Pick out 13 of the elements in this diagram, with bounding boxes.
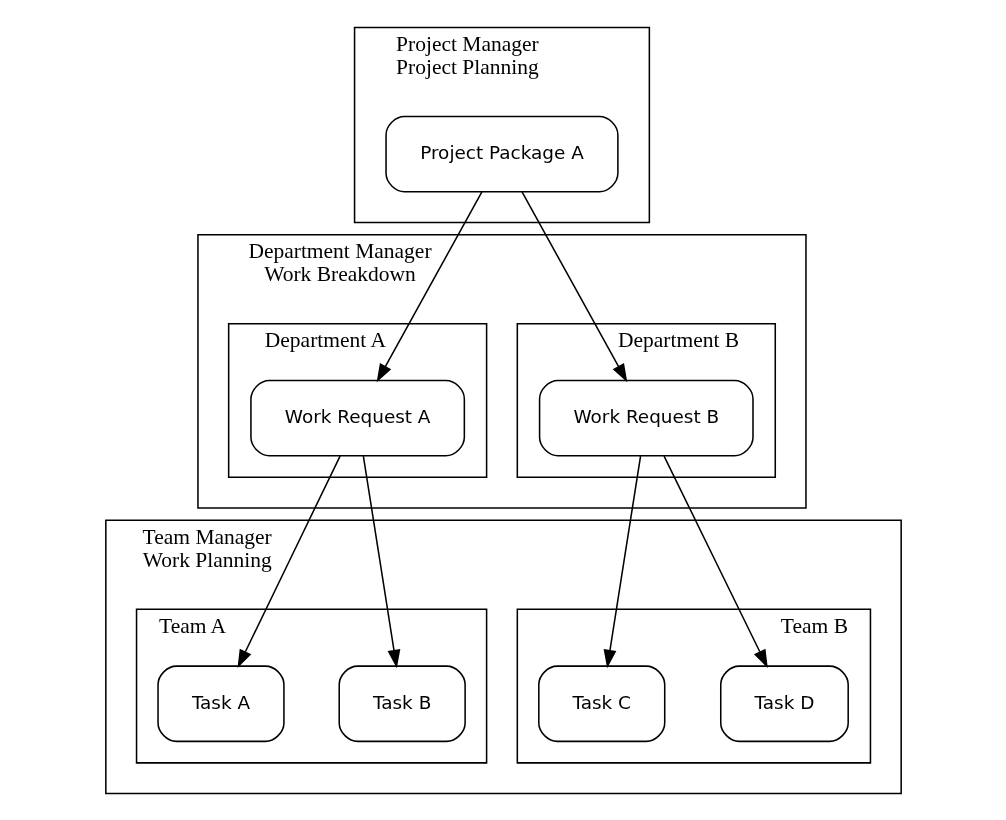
arrow (603, 454, 641, 668)
arrow (237, 454, 341, 668)
node-box: Work Request A (249, 379, 465, 457)
arrow (376, 190, 483, 382)
node-box: Work Request B (538, 379, 754, 457)
node-box: Task A (156, 664, 285, 742)
node-box: Task B (337, 664, 466, 742)
arrow (520, 190, 627, 382)
node-box: Task C (537, 664, 665, 742)
node-box: Task D (719, 664, 849, 742)
arrow (362, 454, 400, 668)
arrow (662, 454, 768, 668)
node-box: Project Package A (384, 115, 619, 192)
